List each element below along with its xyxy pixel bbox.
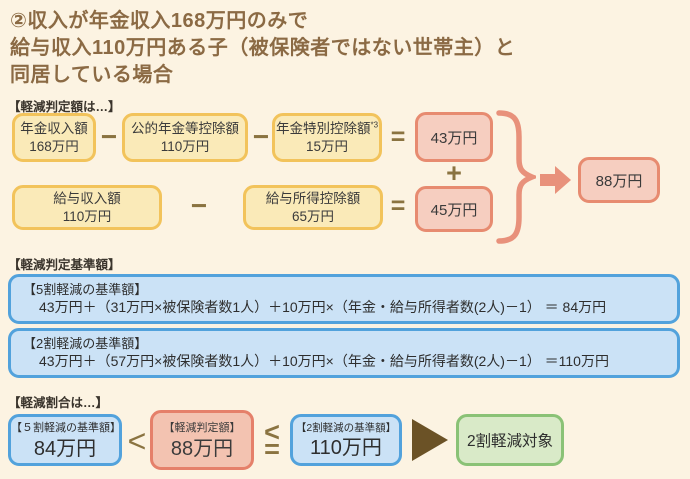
equals-operator-1: = [390, 123, 406, 151]
salary-result-box: 45万円 [415, 186, 493, 232]
title-line-1: ②収入が年金収入168万円のみで [10, 10, 309, 32]
judgement-total-box: 88万円 [578, 157, 660, 203]
salary-income-value: 110万円 [62, 208, 112, 224]
minus-operator-2: − [252, 121, 270, 152]
equals-operator-2: = [390, 192, 406, 220]
half-reduction-criteria-formula: 43万円＋（31万円×被保険者数1人）＋10万円×（年金・給与所得者数(2人)－… [39, 299, 607, 316]
less-than-symbol: < [127, 423, 147, 459]
judged-amount-box: 【軽減判定額】 88万円 [150, 410, 254, 470]
pension-income-box: 年金収入額 168万円 [12, 113, 96, 162]
twenty-base-compare-box: 【2割軽減の基準額】 110万円 [290, 414, 402, 466]
half-base-compare-box: 【５割軽減の基準額】 84万円 [8, 414, 122, 466]
title-line-3: 同居している場合 [10, 64, 174, 86]
half-base-value: 84万円 [33, 437, 97, 460]
judgement-section-label: 【軽減判定額は…】 [8, 100, 121, 114]
pension-special-deduction-label: 年金特別控除額*3 [275, 120, 379, 136]
twenty-base-title: 【2割軽減の基準額】 [295, 421, 397, 434]
salary-deduction-value: 65万円 [291, 208, 335, 224]
pension-special-deduction-value: 15万円 [305, 138, 349, 154]
sum-arrow-icon [540, 166, 572, 194]
minus-operator-3: − [190, 190, 208, 221]
result-arrow-icon [412, 419, 448, 461]
half-reduction-criteria-box: 【5割軽減の基準額】 43万円＋（31万円×被保険者数1人）＋10万円×（年金・… [8, 274, 680, 324]
public-pension-deduction-label: 公的年金等控除額 [131, 120, 239, 136]
pension-result-box: 43万円 [415, 112, 493, 162]
salary-deduction-box: 給与所得控除額 65万円 [243, 185, 383, 230]
judged-amount-title: 【軽減判定額】 [163, 422, 241, 435]
pension-income-value: 168万円 [29, 138, 79, 154]
salary-income-box: 給与収入額 110万円 [12, 185, 162, 230]
criteria-section-label: 【軽減判定基準額】 [8, 258, 121, 272]
ratio-section-label: 【軽減割合は…】 [8, 396, 109, 410]
half-base-title: 【５割軽減の基準額】 [11, 422, 121, 435]
salary-income-label: 給与収入額 [53, 190, 121, 206]
title-line-2: 給与収入110万円ある子（被保険者ではない世帯主）と [10, 37, 516, 59]
page-title: ②収入が年金収入168万円のみで 給与収入110万円ある子（被保険者ではない世帯… [10, 8, 515, 89]
pension-income-label: 年金収入額 [20, 120, 88, 136]
reduction-result-box: 2割軽減対象 [456, 414, 564, 466]
twenty-reduction-criteria-title: 【2割軽減の基準額】 [23, 335, 148, 351]
half-reduction-criteria-title: 【5割軽減の基準額】 [23, 281, 148, 297]
judged-amount-value: 88万円 [170, 437, 234, 460]
plus-operator: + [446, 158, 462, 188]
twenty-reduction-criteria-box: 【2割軽減の基準額】 43万円＋（57万円×被保険者数1人）＋10万円×（年金・… [8, 328, 680, 378]
twenty-reduction-criteria-formula: 43万円＋（57万円×被保険者数1人）＋10万円×（年金・給与所得者数(2人)－… [39, 353, 609, 370]
footnote-marker: *3 [370, 120, 379, 130]
less-than-or-equal-symbol: < = [264, 417, 280, 464]
public-pension-deduction-value: 110万円 [160, 138, 210, 154]
twenty-base-value: 110万円 [310, 437, 382, 460]
pension-special-deduction-box: 年金特別控除額*3 15万円 [272, 113, 382, 162]
salary-deduction-label: 給与所得控除額 [265, 190, 361, 206]
brace-icon [496, 110, 536, 244]
public-pension-deduction-box: 公的年金等控除額 110万円 [122, 113, 248, 162]
minus-operator-1: − [100, 121, 118, 152]
